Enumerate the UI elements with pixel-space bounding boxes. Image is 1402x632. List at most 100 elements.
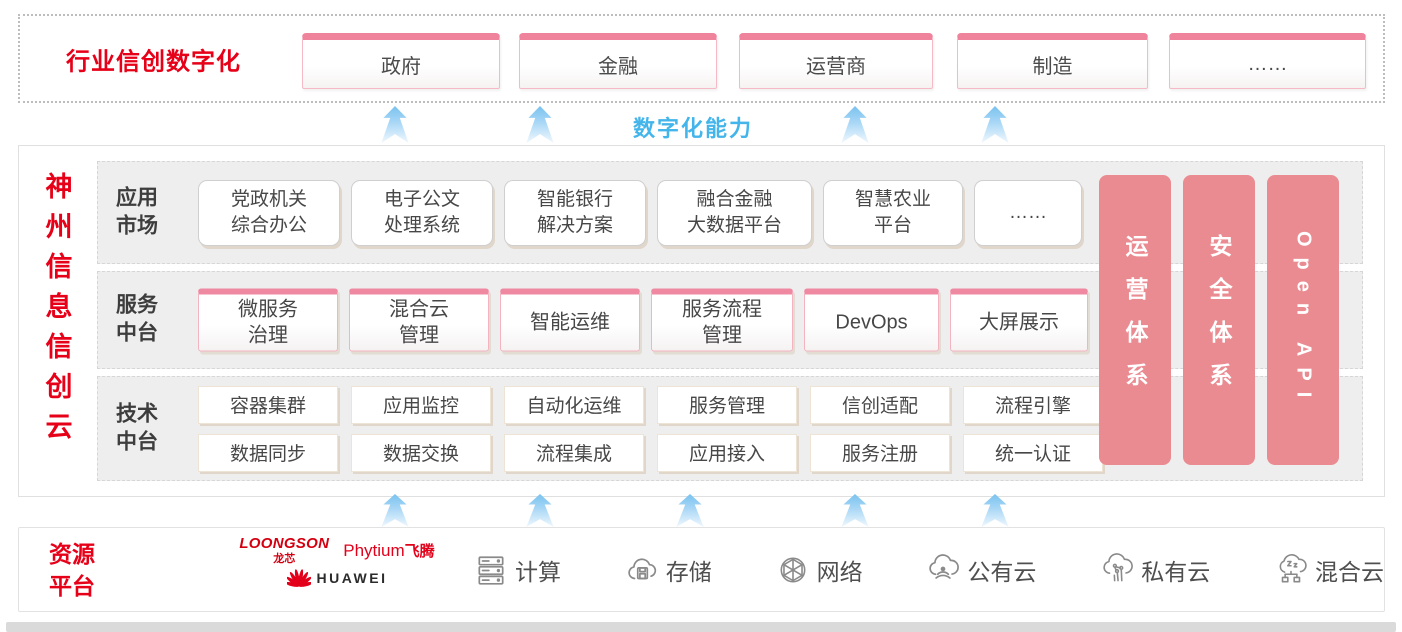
tech-box-label: 自动化运维	[526, 396, 622, 417]
up-arrow-icon	[676, 494, 704, 527]
tech-line-2: 数据同步 数据交换 流程集成 应用接入 服务注册 统一认证	[198, 433, 1103, 472]
service-box: DevOps	[804, 288, 939, 352]
app-box-label: ……	[1009, 201, 1047, 223]
public-cloud-icon	[929, 553, 960, 579]
app-box: 智慧农业 平台	[823, 179, 963, 246]
app-box: 电子公文 处理系统	[351, 179, 493, 246]
service-box-label: 服务流程 管理	[682, 298, 762, 347]
row-label-service-platform: 服务 中台	[116, 293, 158, 345]
industry-item-label: 制造	[1032, 55, 1073, 78]
tech-box: 数据交换	[351, 433, 491, 472]
tech-box-label: 容器集群	[229, 396, 306, 417]
app-market-boxes: 党政机关 综合办公 电子公文 处理系统 智能银行 解决方案 融合金融 大数据平台…	[198, 179, 1082, 246]
up-arrow-icon	[981, 494, 1009, 527]
tech-box-label: 服务管理	[688, 396, 765, 417]
app-box: 融合金融 大数据平台	[657, 179, 812, 246]
pillar-security-system: 安全体系	[1183, 175, 1255, 465]
resource-item-network: 网络	[776, 553, 863, 587]
vendor-row: LOONGSON 龙芯 Phytium 飞腾	[239, 535, 434, 566]
service-box-label: 混合云 管理	[389, 298, 449, 347]
resource-items: 计算 存储 网络	[474, 528, 1384, 611]
tech-line-1: 容器集群 应用监控 自动化运维 服务管理 信创适配 流程引擎	[198, 385, 1103, 424]
tech-box: 应用接入	[657, 433, 797, 472]
service-box: 智能运维	[500, 288, 640, 352]
app-box-label: 智能银行 解决方案	[536, 188, 613, 236]
service-box: 微服务 治理	[198, 288, 338, 352]
resource-item-label: 存储	[665, 558, 712, 585]
up-arrow-icon	[381, 106, 409, 143]
app-box-label: 党政机关 综合办公	[230, 188, 307, 236]
industry-item-label: ……	[1247, 52, 1288, 75]
industry-item-telecom: 运营商	[739, 33, 933, 89]
app-box-label: 电子公文 处理系统	[383, 188, 460, 236]
service-box-label: 大屏展示	[979, 311, 1059, 334]
phytium-wordmark: Phytium	[343, 540, 405, 560]
bottom-divider-bar	[6, 622, 1396, 632]
resource-item-public-cloud: 公有云	[926, 553, 1036, 587]
pillar-operations-system: 运营体系	[1099, 175, 1171, 465]
app-box: 党政机关 综合办公	[198, 179, 340, 246]
tech-box: 统一认证	[963, 433, 1103, 472]
up-arrow-icon	[841, 106, 869, 143]
tech-box: 信创适配	[810, 385, 950, 424]
resource-panel: 资源 平台 LOONGSON 龙芯 Phytium 飞腾	[18, 527, 1385, 612]
row-label-app-market: 应用 市场	[116, 186, 158, 238]
tech-box: 流程集成	[504, 433, 644, 472]
tech-box: 服务管理	[657, 385, 797, 424]
tech-box-label: 数据同步	[229, 444, 306, 465]
up-arrow-icon	[981, 106, 1009, 143]
resource-item-label: 计算	[515, 558, 561, 585]
app-box: 智能银行 解决方案	[504, 179, 646, 246]
resource-item-storage: 存储	[625, 553, 712, 587]
loongson-wordmark: LOONGSON	[239, 535, 330, 552]
industry-band-title: 行业信创数字化	[66, 48, 241, 75]
up-arrow-icon	[526, 494, 554, 527]
service-box-label: DevOps	[835, 311, 908, 334]
row-service-platform: 服务 中台 微服务 治理 混合云 管理 智能运维 服务流程 管理 DevOps …	[97, 271, 1363, 369]
loongson-logo: LOONGSON 龙芯	[239, 535, 329, 566]
capability-label: 数字化能力	[633, 116, 754, 141]
tech-box: 服务注册	[810, 433, 950, 472]
storage-icon	[628, 557, 656, 579]
tech-box-label: 流程集成	[535, 444, 612, 465]
tech-platform-boxes: 容器集群 应用监控 自动化运维 服务管理 信创适配 流程引擎 数据同步 数据交换…	[198, 385, 1103, 472]
industry-item-label: 金融	[598, 55, 638, 78]
up-arrow-icon	[526, 106, 554, 143]
network-icon	[780, 557, 806, 582]
tech-box-label: 数据交换	[382, 444, 459, 465]
huawei-flower-icon	[286, 569, 311, 587]
tech-box-label: 服务注册	[841, 444, 918, 465]
tech-box-label: 应用监控	[382, 396, 459, 417]
tech-box-label: 信创适配	[841, 396, 918, 417]
app-box-label: 智慧农业 平台	[854, 188, 931, 236]
tech-box: 自动化运维	[504, 385, 644, 424]
service-platform-boxes: 微服务 治理 混合云 管理 智能运维 服务流程 管理 DevOps 大屏展示	[198, 288, 1088, 352]
tech-box: 应用监控	[351, 385, 491, 424]
compute-icon	[478, 555, 504, 585]
service-box: 混合云 管理	[349, 288, 489, 352]
industry-item-label: 政府	[381, 55, 421, 78]
huawei-wordmark: HUAWEI	[316, 570, 388, 586]
industry-item-finance: 金融	[519, 33, 717, 89]
tech-box-label: 应用接入	[688, 444, 765, 465]
loongson-chinese: 龙芯	[273, 553, 296, 565]
huawei-logo: HUAWEI	[286, 569, 388, 587]
resource-item-label: 私有云	[1141, 558, 1211, 585]
resource-item-hybrid-cloud: 混合云	[1274, 553, 1384, 587]
industry-item-government: 政府	[302, 33, 500, 89]
resource-item-label: 混合云	[1314, 558, 1384, 585]
tech-box-label: 统一认证	[994, 444, 1071, 465]
resource-item-label: 公有云	[967, 558, 1037, 585]
row-app-market: 应用 市场 党政机关 综合办公 电子公文 处理系统 智能银行 解决方案 融合金融…	[97, 161, 1363, 264]
pillar-label: 安全体系	[1206, 234, 1232, 406]
service-box-label: 微服务 治理	[238, 298, 298, 347]
phytium-chinese: 飞腾	[404, 543, 435, 560]
pillar-open-api: Open API	[1267, 175, 1339, 465]
resource-item-label: 网络	[816, 558, 863, 585]
tech-box: 容器集群	[198, 385, 338, 424]
cloud-panel-title: 神州信息信创云	[45, 172, 73, 442]
industry-item-manufacturing: 制造	[957, 33, 1148, 89]
row-tech-platform: 技术 中台 容器集群 应用监控 自动化运维 服务管理 信创适配 流程引擎 数据同…	[97, 376, 1363, 481]
service-box: 大屏展示	[950, 288, 1088, 352]
